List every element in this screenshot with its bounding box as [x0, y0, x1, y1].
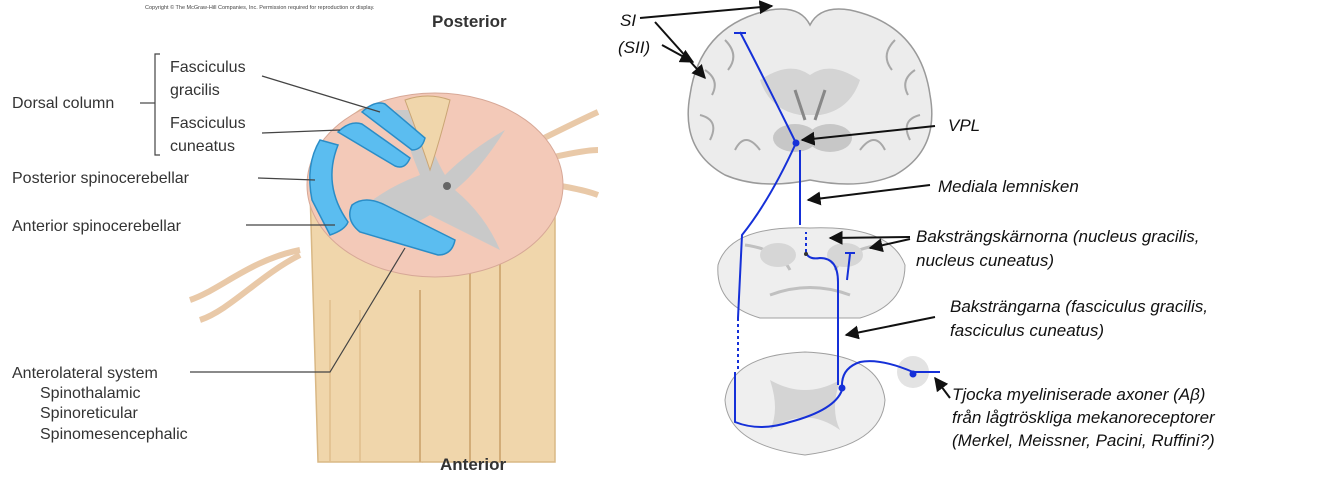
posterior-spinocerebellar-tract	[309, 139, 349, 236]
fasciculus-gracilis-label-2: gracilis	[170, 82, 220, 99]
fasciculus-cuneatus-tract	[336, 122, 411, 168]
tjocka-label-1: Tjocka myeliniserade axoner (Aβ)	[952, 385, 1205, 404]
anterior-label: Anterior	[440, 455, 507, 474]
dorsal-column-label: Dorsal column	[12, 95, 114, 112]
spinal-cord-section	[724, 351, 929, 456]
bakstrangskarnorna-label-1: Baksträngskärnorna (nucleus gracilis,	[916, 227, 1199, 246]
bakstrangskarnorna-label-2: nucleus cuneatus)	[916, 251, 1054, 270]
vpl-label: VPL	[948, 116, 980, 135]
medulla-section	[717, 227, 906, 319]
fasciculus-gracilis-tract	[360, 102, 426, 151]
bakstrangarna-label-1: Baksträngarna (fasciculus gracilis,	[950, 297, 1208, 316]
dcml-pathway-figure: SI (SII) VPL Mediala lemnisken Baksträng…	[618, 0, 1216, 456]
pathway-arrows	[639, 0, 951, 399]
tjocka-label-3: (Merkel, Meissner, Pacini, Ruffini?)	[952, 431, 1215, 450]
posterior-spinocerebellar-label: Posterior spinocerebellar	[12, 170, 190, 187]
dcml-pathway-line	[734, 31, 940, 428]
blue-tracts	[309, 102, 456, 256]
spinal-cord-figure: Copyright © The McGraw-Hill Companies, I…	[8, 0, 600, 474]
fasciculus-gracilis-label-1: Fasciculus	[170, 59, 246, 76]
mediala-lemnisken-label: Mediala lemnisken	[938, 177, 1079, 196]
vpl-neuron	[792, 139, 800, 147]
anterolateral-system-label: Anterolateral system	[12, 365, 158, 382]
posterior-label: Posterior	[432, 12, 507, 31]
fasciculus-cuneatus-label-1: Fasciculus	[170, 115, 246, 132]
spinoreticular-label: Spinoreticular	[40, 405, 139, 422]
spinothalamic-label: Spinothalamic	[40, 385, 141, 402]
tjocka-label-2: från lågtröskliga mekanoreceptorer	[952, 408, 1216, 427]
anterior-spinocerebellar-label: Anterior spinocerebellar	[12, 218, 182, 235]
dorsal-horn-neuron	[838, 384, 846, 392]
bakstrangarna-label-2: fasciculus cuneatus)	[950, 321, 1104, 340]
si-label: SI	[620, 11, 636, 30]
drg-neuron	[909, 370, 917, 378]
spinomesencephalic-label: Spinomesencephalic	[40, 426, 188, 443]
copyright-text: Copyright © The McGraw-Hill Companies, I…	[145, 4, 375, 11]
brain-coronal-section	[687, 8, 933, 185]
anterior-spinocerebellar-tract	[349, 199, 456, 256]
sii-label: (SII)	[618, 38, 650, 57]
nucleus-dot	[804, 252, 808, 256]
fasciculus-cuneatus-label-2: cuneatus	[170, 138, 235, 155]
left-leader-lines	[140, 53, 406, 373]
